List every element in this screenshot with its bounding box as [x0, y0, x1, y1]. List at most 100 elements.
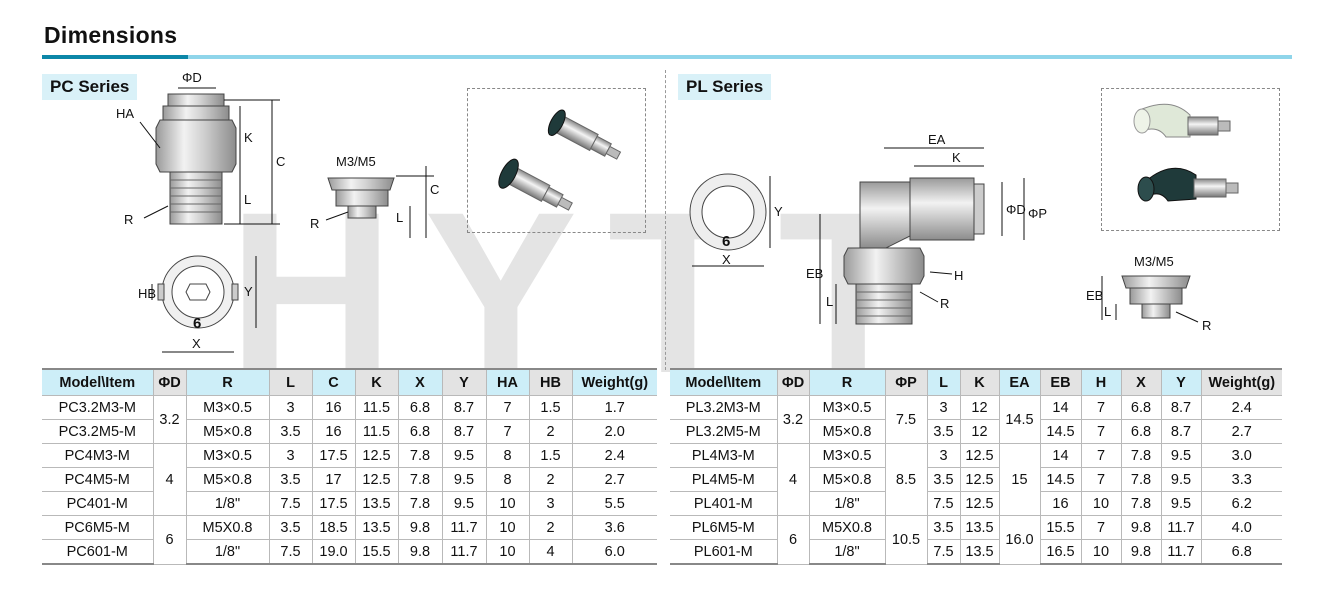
cell: 10.5: [884, 515, 928, 565]
pc-header-c: C: [311, 368, 356, 396]
cell: 15: [998, 443, 1041, 516]
cell: 2.7: [571, 467, 657, 492]
cell: 6.8: [1200, 539, 1282, 565]
cell: 11.7: [441, 539, 487, 565]
cell: 17: [311, 467, 356, 492]
cell: 7: [1080, 419, 1122, 444]
cell: 3: [268, 395, 313, 420]
cell: 1.5: [528, 395, 573, 420]
table-row: PL601-M 1/8" 7.5 13.5 16.5 10 9.8 11.7 6…: [670, 539, 1282, 565]
table-row: PC4M3-M 4 M3×0.5 3 17.5 12.5 7.8 9.5 8 1…: [42, 443, 657, 516]
pl-header-k: K: [959, 368, 1000, 396]
cell: 11.7: [1160, 539, 1202, 565]
cell: 7: [1080, 467, 1122, 492]
cell: 6.8: [1120, 419, 1162, 444]
pl-y-label: Y: [774, 204, 783, 219]
pc-k-label: K: [244, 130, 253, 145]
cell: 7.8: [1120, 467, 1162, 492]
cell: 3.3: [1200, 467, 1282, 492]
pl-header-model: Model\Item: [670, 368, 778, 396]
pc-r2-label: R: [310, 216, 319, 231]
pl-product-photo: [1101, 88, 1280, 231]
pc-hb-label: HB: [138, 286, 156, 301]
pc-header-weight: Weight(g): [571, 368, 657, 396]
pc-series-label: PC Series: [42, 74, 138, 100]
cell: 13.5: [959, 539, 1000, 565]
pc-dimension-drawing: ΦD HA K C L R HB Y 6 X M3/M5 C L R: [116, 70, 439, 353]
cell: 7: [1080, 395, 1122, 420]
cell: 1/8": [808, 491, 886, 516]
cell: M5X0.8: [808, 515, 886, 540]
cell: 6.8: [397, 395, 443, 420]
pc-phi-d-label: ΦD: [182, 70, 202, 85]
cell: 10: [485, 539, 530, 565]
cell: 10: [485, 491, 530, 516]
cell: 2.4: [1200, 395, 1282, 420]
cell: PC4M5-M: [42, 467, 154, 492]
cell: 9.5: [441, 467, 487, 492]
cell: 2.4: [571, 443, 657, 468]
cell: 9.5: [1160, 491, 1202, 516]
cell: 8.7: [1160, 419, 1202, 444]
cell: 3.6: [571, 515, 657, 540]
cell: 3.5: [268, 419, 313, 444]
cell: 3.5: [268, 467, 313, 492]
cell: 12.5: [959, 443, 1000, 468]
cell: PC3.2M3-M: [42, 395, 154, 420]
cell: 4: [528, 539, 573, 565]
cell: 8: [485, 443, 530, 468]
cell: PL6M5-M: [670, 515, 778, 540]
pc-header-hb: HB: [528, 368, 573, 396]
cell: 18.5: [311, 515, 356, 540]
pc-header-k: K: [354, 368, 399, 396]
cell: 1/8": [185, 539, 270, 565]
cell: 3: [268, 443, 313, 468]
cell: 9.8: [397, 515, 443, 540]
cell: 2: [528, 419, 573, 444]
pl-phi-d-label: ΦD: [1006, 202, 1026, 217]
cell: 4: [776, 443, 810, 516]
cell: 11.5: [354, 395, 399, 420]
pl-eb2-label: EB: [1086, 288, 1103, 303]
pl-header-x: X: [1120, 368, 1162, 396]
cell: 14: [1039, 395, 1082, 420]
pl-m3m5-drawing: M3/M5 EB L R: [1086, 254, 1211, 333]
pc-l2-label: L: [396, 210, 403, 225]
table-row: PL3.2M5-M M5×0.8 3.5 12 14.5 7 6.8 8.7 2…: [670, 419, 1282, 444]
cell: 11.7: [1160, 515, 1202, 540]
pc-c-label: C: [276, 154, 285, 169]
cell: 9.5: [441, 491, 487, 516]
pl-table-header-row: Model\Item ΦD R ΦP L K EA EB H X Y Weigh…: [670, 368, 1282, 396]
cell: 8: [485, 467, 530, 492]
cell: 2.0: [571, 419, 657, 444]
cell: 7.5: [926, 491, 961, 516]
cell: 1.5: [528, 443, 573, 468]
pl-r2-label: R: [1202, 318, 1211, 333]
cell: M5X0.8: [185, 515, 270, 540]
cell: 12.5: [959, 491, 1000, 516]
cell: PL601-M: [670, 539, 778, 565]
table-row: PL3.2M3-M 3.2 M3×0.5 7.5 3 12 14.5 14 7 …: [670, 395, 1282, 444]
cell: 7.5: [926, 539, 961, 565]
pl-six-label: 6: [722, 233, 730, 250]
cell: 1/8": [185, 491, 270, 516]
cell: 8.7: [1160, 395, 1202, 420]
cell: 11.5: [354, 419, 399, 444]
cell: PL4M5-M: [670, 467, 778, 492]
cell: 7: [485, 419, 530, 444]
cell: 3: [528, 491, 573, 516]
pl-m3m5-label: M3/M5: [1134, 254, 1174, 269]
cell: 3: [926, 395, 961, 420]
pc-six-label: 6: [193, 315, 201, 332]
pl-header-l: L: [926, 368, 961, 396]
cell: 16: [1039, 491, 1082, 516]
table-row: PC3.2M3-M 3.2 M3×0.5 3 16 11.5 6.8 8.7 7…: [42, 395, 657, 444]
pl-x-label: X: [722, 252, 731, 267]
pc-ha-label: HA: [116, 106, 134, 121]
cell: 7.8: [1120, 443, 1162, 468]
cell: 2.7: [1200, 419, 1282, 444]
pl-phi-p-label: ΦP: [1028, 206, 1047, 221]
pc-x-label: X: [192, 336, 201, 351]
cell: 6: [152, 515, 187, 565]
table-row: PC6M5-M 6 M5X0.8 3.5 18.5 13.5 9.8 11.7 …: [42, 515, 657, 565]
